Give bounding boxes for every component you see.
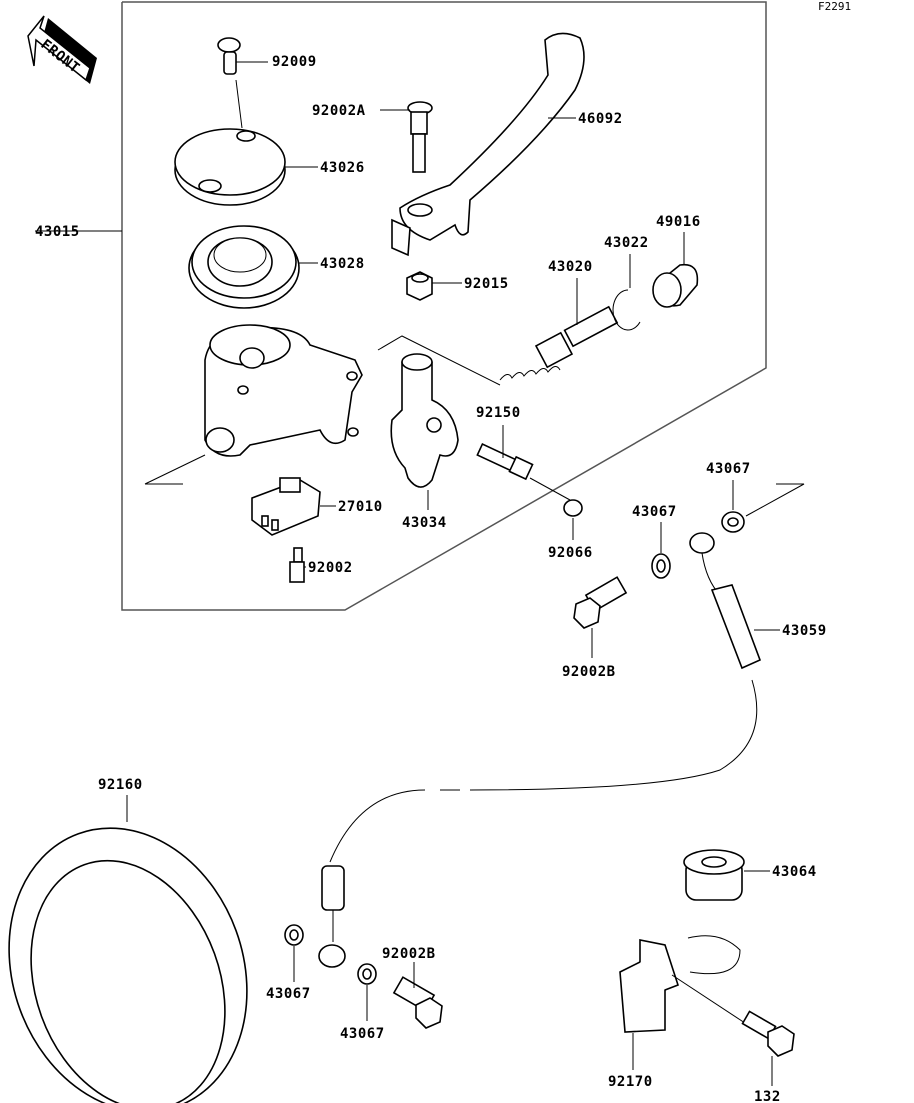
part-label-43067: 43067	[266, 986, 311, 1002]
part-label-92002: 92002	[308, 560, 353, 576]
part-label-43059: 43059	[782, 623, 827, 639]
part-label-43067: 43067	[340, 1026, 385, 1042]
assembly-frame	[121, 1, 767, 611]
diaphragm-43028	[188, 225, 318, 309]
part-label-43067: 43067	[706, 461, 751, 477]
part-label-46092: 46092	[578, 111, 623, 127]
part-label-92015: 92015	[464, 276, 509, 292]
clamp-43034	[390, 353, 459, 510]
part-label-92002B: 92002B	[382, 946, 436, 962]
washer-43067-lower-right	[357, 963, 377, 1021]
screw-92009	[217, 37, 268, 129]
washer-43067-lower-left	[284, 924, 304, 982]
reservoir-cap-43026	[174, 128, 318, 206]
bolt-92150	[476, 425, 571, 501]
banjo-bolt-92002B-upper	[573, 576, 628, 658]
pivot-bolt-92002A	[380, 101, 433, 173]
part-label-92002A: 92002A	[312, 103, 366, 119]
washer-43067-upper-left	[651, 522, 671, 579]
boot-49016	[652, 232, 699, 308]
piston-spring-43020	[499, 278, 619, 381]
nut-92015	[406, 271, 462, 301]
part-label-92160: 92160	[98, 777, 143, 793]
part-label-27010: 27010	[338, 499, 383, 515]
diagram-code: F2291	[818, 0, 851, 13]
part-label-43034: 43034	[402, 515, 447, 531]
screw-92002	[289, 547, 306, 583]
front-arrow-icon: FRONT	[27, 15, 97, 84]
lower-hose-fitting	[318, 865, 346, 968]
part-label-43015: 43015	[35, 224, 80, 240]
part-label-43028: 43028	[320, 256, 365, 272]
switch-27010	[251, 477, 336, 536]
part-label-92170: 92170	[608, 1074, 653, 1090]
part-label-43022: 43022	[604, 235, 649, 251]
part-label-92066: 92066	[548, 545, 593, 561]
part-label-43026: 43026	[320, 160, 365, 176]
part-label-92009: 92009	[272, 54, 317, 70]
part-label-92150: 92150	[476, 405, 521, 421]
bolt-132	[741, 1010, 795, 1086]
part-label-43020: 43020	[548, 259, 593, 275]
master-cylinder-body	[35, 230, 501, 485]
part-label-49016: 49016	[656, 214, 701, 230]
lever-46092	[391, 32, 585, 257]
part-label-43064: 43064	[772, 864, 817, 880]
brake-hose-43059	[329, 532, 780, 863]
banjo-bolt-92002B-lower	[392, 962, 443, 1029]
cap-92066	[563, 499, 583, 540]
band-92160	[8, 795, 248, 1103]
grommet-43064	[683, 849, 770, 901]
bracket-92170	[619, 935, 749, 1070]
washer-43067-upper-right	[721, 480, 805, 533]
part-label-92002B: 92002B	[562, 664, 616, 680]
circlip-43022	[612, 254, 641, 331]
part-label-132: 132	[754, 1089, 781, 1103]
part-label-43067: 43067	[632, 504, 677, 520]
